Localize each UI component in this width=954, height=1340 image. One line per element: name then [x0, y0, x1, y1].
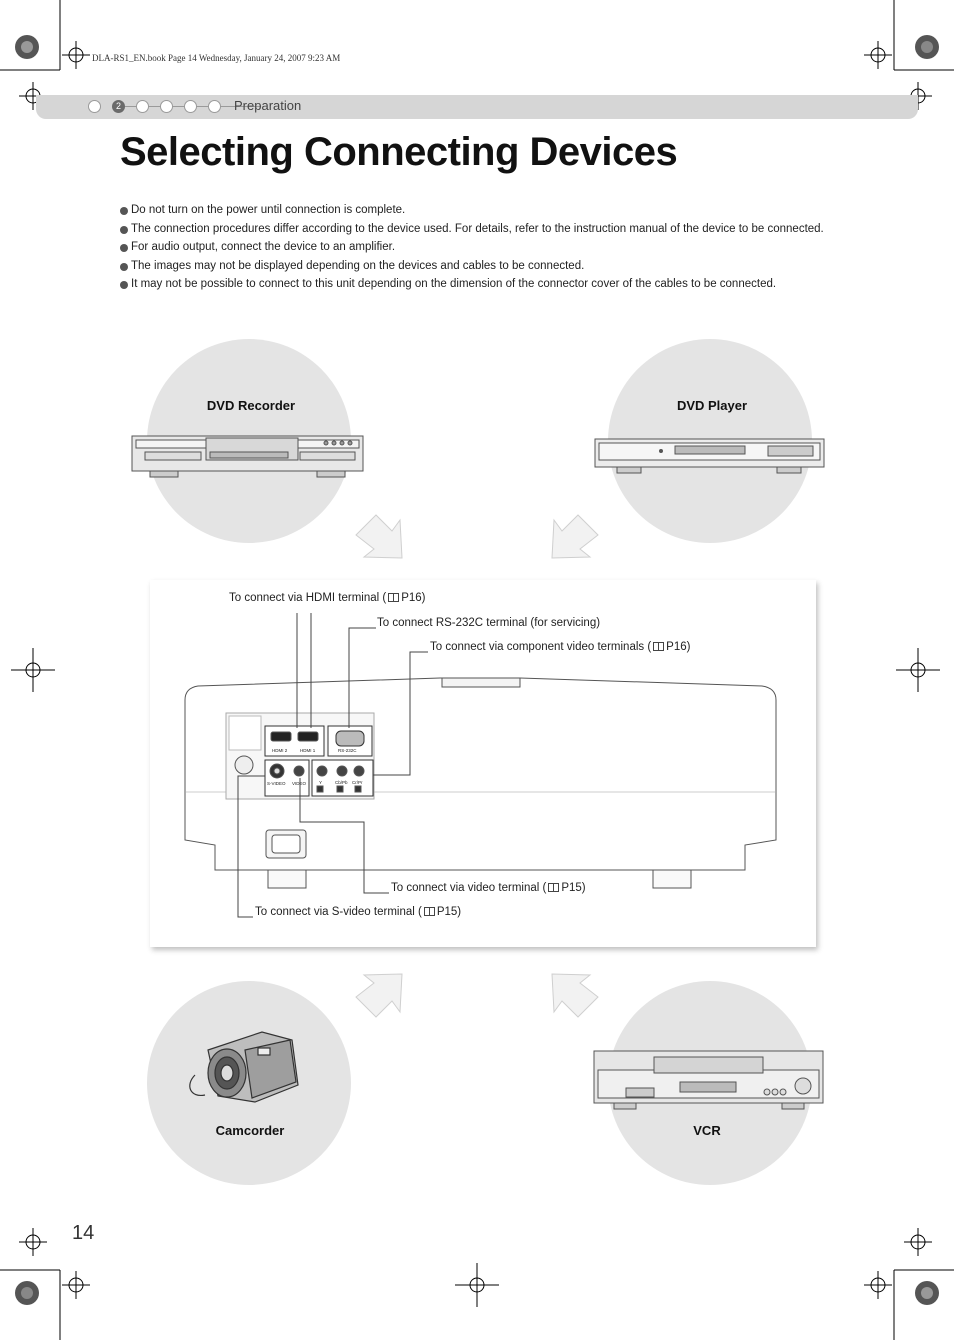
camcorder-illustration	[189, 1031, 299, 1103]
color-target-marks	[15, 35, 939, 1305]
callout-rs232c-text: To connect RS-232C terminal (for servici…	[377, 617, 601, 629]
note-item: The images may not be displayed dependin…	[120, 259, 840, 275]
dvd-player-illustration	[594, 438, 825, 474]
note-item: Do not turn on the power until connectio…	[120, 203, 840, 219]
arrow-top-left	[355, 514, 403, 559]
callout-hdmi-text: To connect via HDMI terminal (	[229, 592, 387, 604]
page-title: Selecting Connecting Devices	[120, 130, 678, 174]
book-icon	[388, 593, 400, 602]
chapter-bar: 2 Preparation	[36, 95, 918, 119]
terminal-label-hdmi1: HDMI 1	[300, 748, 316, 753]
label-dvd-recorder: DVD Recorder	[206, 398, 296, 413]
arrow-bottom-right	[551, 973, 599, 1018]
callout-hdmi-ref: P16)	[401, 592, 426, 604]
callout-video-ref: P15)	[561, 882, 586, 894]
page-number: 14	[72, 1222, 95, 1244]
book-icon	[423, 907, 435, 916]
chapter-dot-4	[160, 100, 173, 113]
book-icon	[548, 883, 560, 892]
terminal-label-cbpb: Cb/Pb	[335, 780, 348, 785]
callout-svideo-text: To connect via S-video terminal (	[255, 906, 422, 918]
book-icon	[653, 642, 665, 651]
notes-list: Do not turn on the power until connectio…	[120, 203, 840, 296]
vcr-illustration	[593, 1050, 824, 1110]
chapter-label: Preparation	[234, 98, 302, 113]
crosshair-marks	[11, 41, 940, 1307]
arrow-bottom-left	[355, 973, 403, 1018]
chapter-dot-3	[136, 100, 149, 113]
terminal-label-video: VIDEO	[292, 781, 307, 786]
callout-rs232c: To connect RS-232C terminal (for servici…	[377, 617, 600, 629]
terminal-label-y: Y	[319, 780, 323, 785]
callout-component-text: To connect via component video terminals…	[430, 641, 652, 653]
label-vcr: VCR	[693, 1123, 721, 1138]
dvd-recorder-illustration	[131, 435, 364, 478]
callout-component-ref: P16)	[666, 641, 691, 653]
label-camcorder: Camcorder	[215, 1123, 285, 1138]
label-dvd-player: DVD Player	[676, 398, 748, 413]
arrow-top-right	[551, 514, 599, 559]
terminal-label-crpr: Cr/Pr	[352, 780, 363, 785]
chapter-dot-6	[208, 100, 221, 113]
chapter-dot-2: 2	[112, 100, 125, 113]
file-info: DLA-RS1_EN.book Page 14 Wednesday, Janua…	[92, 53, 341, 63]
terminal-label-rs232c: RS-232C	[338, 748, 357, 753]
callout-video: To connect via video terminal ( P15)	[391, 882, 586, 894]
note-item: For audio output, connect the device to …	[120, 240, 840, 256]
callout-svideo: To connect via S-video terminal ( P15)	[255, 906, 461, 918]
chapter-dot-5	[184, 100, 197, 113]
chapter-dot-1	[88, 100, 101, 113]
note-item: The connection procedures differ accordi…	[120, 222, 840, 238]
callout-video-text: To connect via video terminal (	[391, 882, 547, 894]
callout-svideo-ref: P15)	[436, 906, 462, 918]
note-item: It may not be possible to connect to thi…	[120, 277, 840, 293]
callout-hdmi: To connect via HDMI terminal ( P16)	[229, 592, 426, 604]
terminal-label-hdmi2: HDMI 2	[272, 748, 288, 753]
callout-component: To connect via component video terminals…	[430, 641, 690, 653]
terminal-label-svideo: S-VIDEO	[267, 781, 286, 786]
